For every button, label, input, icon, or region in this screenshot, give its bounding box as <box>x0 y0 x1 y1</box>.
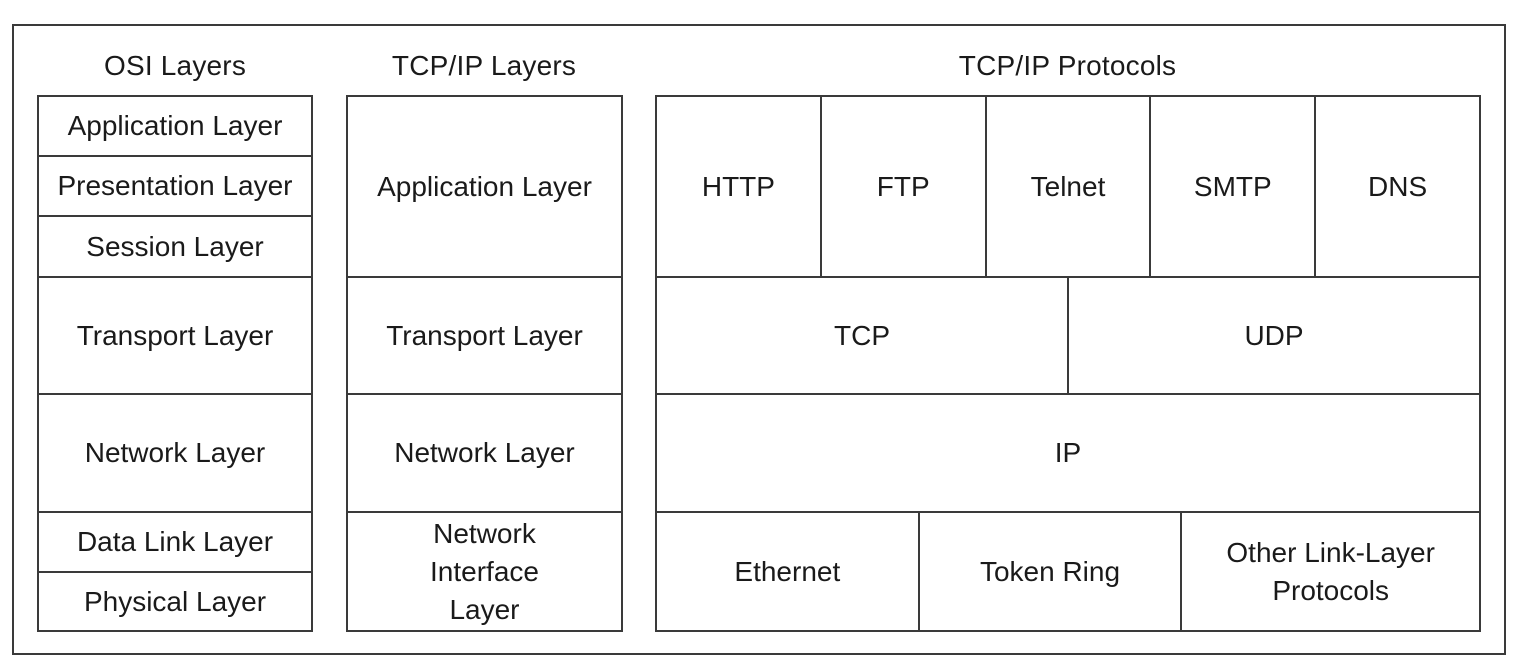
tcpip-network-layer: Network Layer <box>348 395 621 513</box>
osi-layers-title: OSI Layers <box>103 50 247 81</box>
osi-transport-layer: Transport Layer <box>39 278 311 395</box>
link-protocols-row: Ethernet Token Ring Other Link-Layer Pro… <box>657 513 1479 630</box>
tcpip-protocols-stack: HTTP FTP Telnet SMTP DNS TCP UDP IP Ethe… <box>655 95 1481 632</box>
osi-presentation-layer: Presentation Layer <box>39 157 311 217</box>
protocol-smtp: SMTP <box>1151 97 1317 276</box>
protocol-http: HTTP <box>657 97 822 276</box>
protocol-ftp: FTP <box>822 97 987 276</box>
protocol-token-ring: Token Ring <box>920 513 1183 630</box>
osi-session-layer: Session Layer <box>39 217 311 278</box>
protocol-other-link-layer: Other Link-Layer Protocols <box>1226 536 1435 606</box>
protocol-udp: UDP <box>1244 319 1304 351</box>
tcpip-transport-layer: Transport Layer <box>348 278 621 395</box>
application-protocols-row: HTTP FTP Telnet SMTP DNS <box>657 97 1479 278</box>
osi-data-link-layer: Data Link Layer <box>39 513 311 573</box>
osi-layers-stack: Application Layer Presentation Layer Ses… <box>37 95 313 632</box>
protocol-ethernet: Ethernet <box>657 513 920 630</box>
tcpip-application-layer: Application Layer <box>348 97 621 278</box>
protocol-ip: IP <box>1054 437 1082 468</box>
osi-application-layer: Application Layer <box>39 97 311 157</box>
protocol-dns: DNS <box>1368 170 1428 202</box>
osi-physical-layer: Physical Layer <box>83 585 267 617</box>
tcpip-network-interface-layer: Network Interface Layer <box>430 517 539 625</box>
diagram-frame <box>12 24 1506 655</box>
tcpip-layers-title: TCP/IP Layers <box>391 50 577 81</box>
transport-protocols-row: TCP UDP <box>657 278 1479 395</box>
protocol-telnet: Telnet <box>987 97 1152 276</box>
tcpip-layers-stack: Application Layer Transport Layer Networ… <box>346 95 623 632</box>
tcpip-protocols-title: TCP/IP Protocols <box>958 50 1177 81</box>
protocol-tcp: TCP <box>657 278 1069 393</box>
network-protocols-row: IP <box>657 395 1479 513</box>
osi-network-layer: Network Layer <box>39 395 311 513</box>
